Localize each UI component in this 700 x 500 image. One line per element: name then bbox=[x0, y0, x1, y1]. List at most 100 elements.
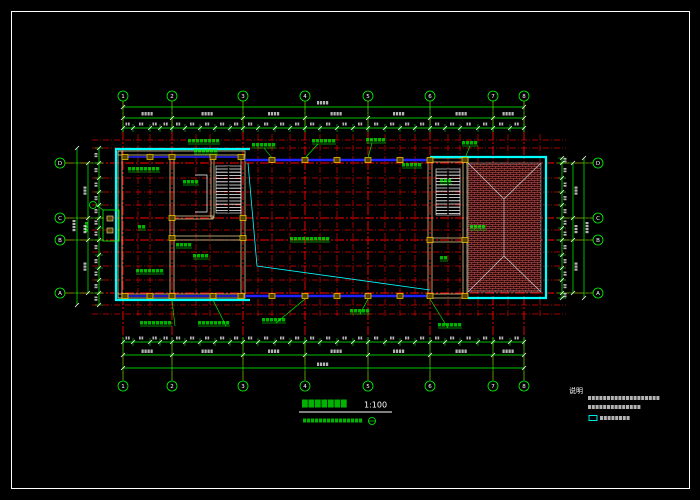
text-glyph bbox=[321, 399, 328, 408]
text-glyph bbox=[83, 265, 87, 268]
text-glyph bbox=[315, 399, 321, 408]
text-glyph bbox=[196, 139, 200, 143]
dimension-text bbox=[234, 122, 239, 126]
text-glyph bbox=[474, 141, 478, 145]
dimension-text bbox=[574, 225, 578, 234]
text-glyph bbox=[437, 336, 440, 340]
dimension-tick bbox=[365, 115, 371, 121]
text-glyph bbox=[563, 286, 567, 289]
text-glyph bbox=[335, 418, 339, 423]
dimension-tick bbox=[130, 125, 136, 131]
text-glyph bbox=[595, 405, 599, 409]
dimension-tick bbox=[212, 125, 218, 131]
text-glyph bbox=[250, 122, 253, 126]
annotation-leader bbox=[429, 298, 449, 329]
outer-wall-left-wing bbox=[114, 147, 250, 302]
subtitle-glyphs bbox=[303, 418, 363, 423]
dimension-tick bbox=[397, 125, 403, 131]
dimension-text bbox=[205, 336, 210, 340]
text-glyph bbox=[210, 349, 213, 353]
dimension-text bbox=[205, 122, 210, 126]
text-glyph bbox=[599, 405, 603, 409]
text-glyph bbox=[72, 226, 76, 229]
dimension-tick bbox=[365, 339, 371, 345]
text-glyph bbox=[470, 141, 474, 145]
text-glyph bbox=[328, 122, 331, 126]
room-annotation bbox=[194, 149, 218, 153]
dimension-tick bbox=[287, 125, 293, 131]
dimension-tick bbox=[96, 145, 102, 151]
text-glyph bbox=[370, 138, 374, 142]
text-glyph bbox=[147, 349, 150, 353]
text-glyph bbox=[362, 309, 366, 313]
room-annotation bbox=[402, 163, 422, 167]
axis-bubble-bottom: 4 bbox=[299, 380, 311, 392]
light-fixture bbox=[239, 215, 247, 221]
text-glyph bbox=[195, 180, 199, 184]
text-glyph bbox=[514, 122, 517, 126]
text-glyph bbox=[563, 170, 567, 173]
text-glyph bbox=[374, 336, 376, 340]
axis-bubble-label: 4 bbox=[303, 94, 307, 100]
text-glyph bbox=[502, 349, 505, 353]
text-glyph bbox=[197, 254, 201, 258]
text-glyph bbox=[422, 122, 425, 126]
text-glyph bbox=[190, 336, 192, 340]
dimension-text bbox=[563, 168, 567, 173]
dimension-tick bbox=[490, 339, 496, 345]
text-glyph bbox=[220, 122, 222, 126]
text-glyph bbox=[260, 143, 264, 147]
text-glyph bbox=[306, 237, 310, 241]
text-glyph bbox=[205, 254, 209, 258]
text-glyph bbox=[358, 122, 360, 126]
text-glyph bbox=[563, 245, 567, 247]
text-glyph bbox=[563, 271, 567, 274]
light-fixture bbox=[237, 154, 245, 160]
axis-dimension-left bbox=[85, 160, 91, 296]
text-glyph bbox=[212, 139, 216, 143]
text-glyph bbox=[499, 336, 501, 340]
detail-dimension-right bbox=[559, 155, 565, 301]
text-glyph bbox=[464, 349, 467, 353]
text-glyph bbox=[452, 122, 455, 126]
text-glyph bbox=[619, 416, 622, 420]
text-glyph bbox=[152, 269, 156, 273]
text-glyph bbox=[264, 336, 266, 340]
dimension-tick bbox=[559, 189, 565, 195]
dimension-text bbox=[94, 231, 98, 236]
text-glyph bbox=[345, 336, 347, 340]
title-block: 1:100 bbox=[299, 399, 392, 425]
text-glyph bbox=[94, 153, 98, 155]
dimension-text bbox=[280, 336, 285, 340]
text-glyph bbox=[614, 396, 618, 400]
dimension-text bbox=[264, 336, 269, 340]
dimension-text bbox=[234, 336, 239, 340]
dimension-tick bbox=[96, 215, 102, 221]
text-glyph bbox=[611, 416, 615, 420]
text-glyph bbox=[206, 321, 210, 325]
text-glyph bbox=[236, 336, 239, 340]
text-glyph bbox=[339, 349, 342, 353]
text-glyph bbox=[310, 237, 314, 241]
axis-bubble-top: 5 bbox=[362, 90, 374, 102]
text-glyph bbox=[399, 349, 402, 353]
dimension-tick bbox=[581, 295, 587, 301]
text-glyph bbox=[454, 323, 458, 327]
text-glyph bbox=[139, 122, 141, 126]
dimension-tick bbox=[96, 252, 102, 258]
dimension-text bbox=[390, 336, 395, 340]
text-glyph bbox=[629, 396, 633, 400]
text-glyph bbox=[563, 160, 567, 163]
axis-bubble-label: B bbox=[596, 238, 600, 244]
dimension-text bbox=[83, 262, 87, 271]
text-glyph bbox=[262, 318, 266, 322]
dimension-text bbox=[310, 122, 315, 126]
text-glyph bbox=[462, 141, 466, 145]
dimension-tick bbox=[559, 215, 565, 221]
text-glyph bbox=[198, 321, 202, 325]
text-glyph bbox=[295, 336, 297, 340]
text-glyph bbox=[440, 179, 444, 183]
light-fixture bbox=[121, 154, 129, 160]
dimension-tick bbox=[559, 160, 565, 166]
